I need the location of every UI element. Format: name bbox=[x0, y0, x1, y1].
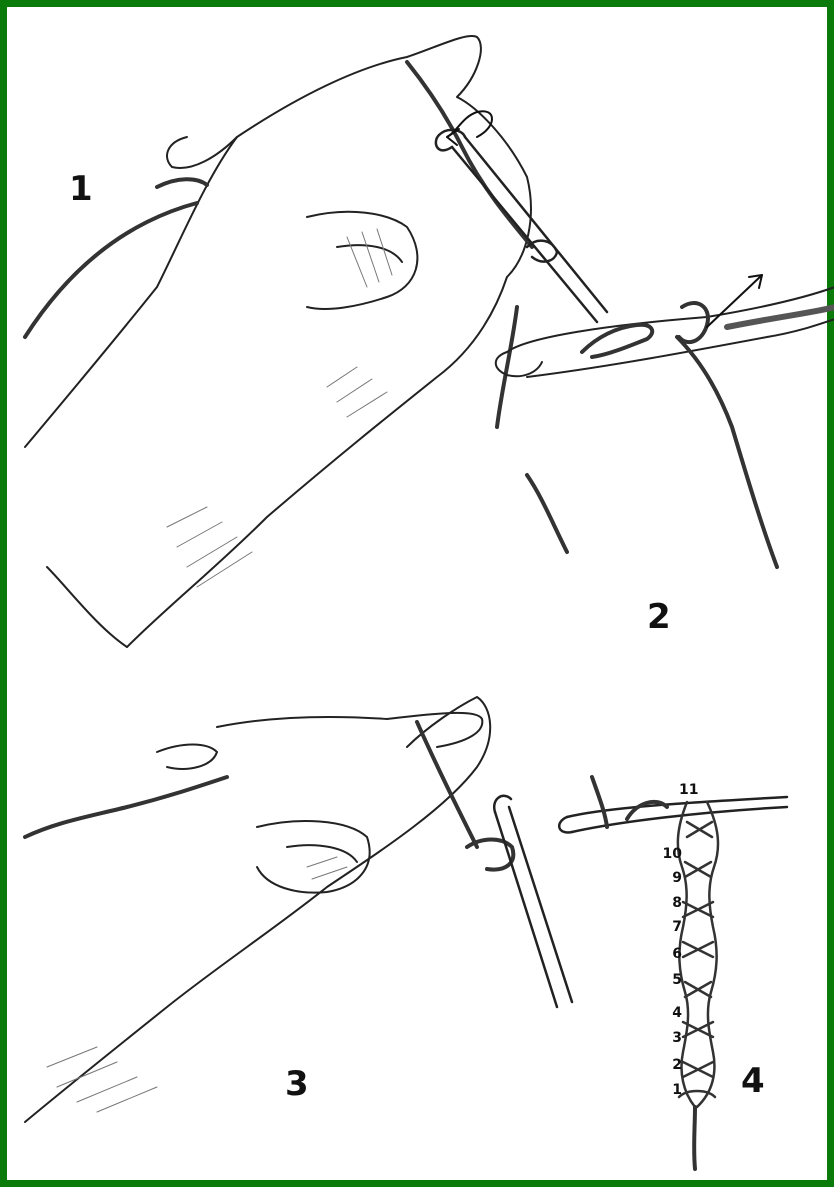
chain-label-2: 2 bbox=[658, 1058, 682, 1072]
hook-1 bbox=[436, 130, 607, 322]
hand-drawing-3 bbox=[25, 697, 490, 1122]
shading-1 bbox=[167, 229, 392, 587]
step-number-2: 2 bbox=[647, 600, 671, 634]
chain-label-1: 1 bbox=[658, 1083, 682, 1097]
hook-4 bbox=[559, 797, 787, 832]
chain-label-11: 11 bbox=[679, 783, 703, 797]
chain-label-8: 8 bbox=[658, 896, 682, 910]
yarn-3 bbox=[25, 722, 513, 870]
yarn-1 bbox=[25, 62, 532, 427]
step-number-3: 3 bbox=[285, 1067, 309, 1101]
hand-drawing-1 bbox=[25, 36, 531, 647]
crochet-illustration bbox=[7, 7, 834, 1194]
chain-label-9: 9 bbox=[658, 871, 682, 885]
chain-label-7: 7 bbox=[658, 920, 682, 934]
step-number-4: 4 bbox=[741, 1064, 765, 1098]
chain-stitches bbox=[678, 802, 718, 1107]
step-number-1: 1 bbox=[69, 172, 93, 206]
chain-label-4: 4 bbox=[658, 1006, 682, 1020]
chain-label-5: 5 bbox=[658, 973, 682, 987]
chain-label-10: 10 bbox=[658, 847, 682, 861]
chain-label-6: 6 bbox=[658, 947, 682, 961]
hook-closeup-2 bbox=[496, 287, 834, 377]
chain-label-3: 3 bbox=[658, 1031, 682, 1045]
